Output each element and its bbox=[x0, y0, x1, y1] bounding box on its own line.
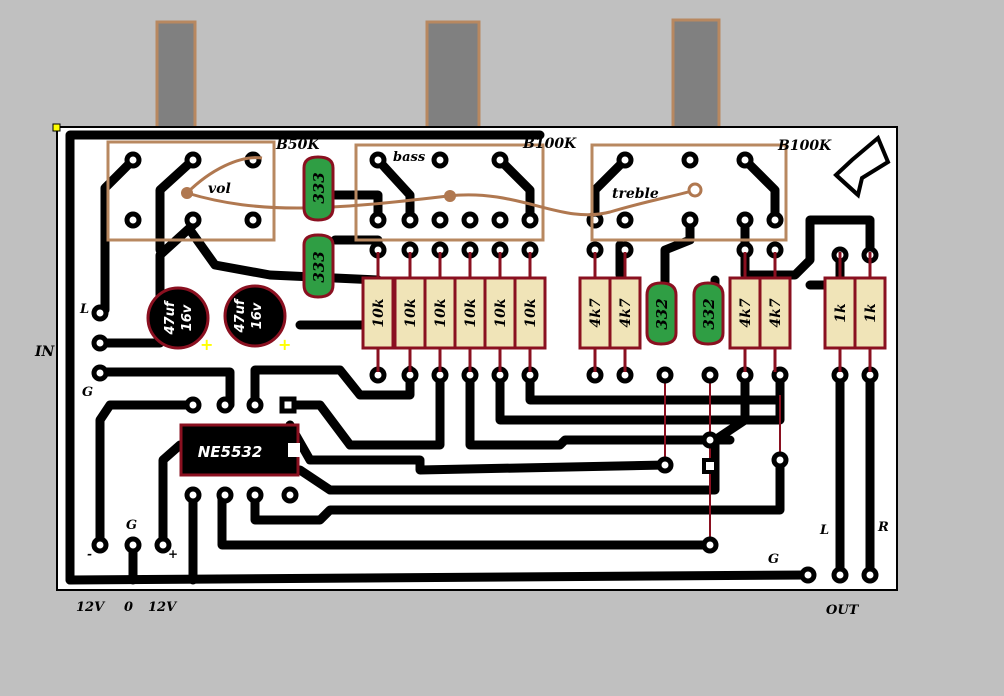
resistor-label: 10k bbox=[371, 298, 387, 327]
film-cap-2: 333 bbox=[302, 233, 335, 299]
bass-pot-label: bass bbox=[393, 150, 426, 165]
resistor-11: 1k bbox=[823, 252, 857, 372]
supply-neg-label: 12V bbox=[76, 600, 106, 615]
vol-pot-shaft bbox=[155, 20, 197, 144]
treble-pot-outline bbox=[590, 143, 788, 242]
electrolytic-2-plus-icon: + bbox=[278, 335, 291, 354]
film-cap-4-label: 332 bbox=[700, 298, 718, 329]
electrolytic-1-plus-icon: + bbox=[200, 335, 213, 354]
electrolytic-capacitors: 47uf 16v + 47uf 16v + bbox=[146, 284, 291, 354]
pot-shafts bbox=[155, 18, 721, 144]
film-cap-2-label: 333 bbox=[310, 251, 328, 282]
output-label: OUT bbox=[826, 603, 860, 618]
wire-links bbox=[664, 370, 781, 545]
electrolytic-2-value: 47uf bbox=[233, 297, 248, 333]
resistor-3: 10k bbox=[423, 252, 457, 372]
resistor-label: 1k bbox=[863, 303, 879, 323]
resistor-label: 4k7 bbox=[768, 298, 784, 327]
resistor-body bbox=[823, 276, 857, 350]
resistor-body bbox=[608, 276, 642, 350]
input-left-label: L bbox=[79, 302, 89, 317]
resistor-label: 10k bbox=[433, 298, 449, 327]
speaker-icon bbox=[833, 134, 891, 199]
resistor-label: 4k7 bbox=[738, 298, 754, 327]
film-cap-3: 332 bbox=[645, 281, 678, 346]
electrolytic-1-value: 47uf bbox=[163, 299, 178, 335]
vol-pot-label: vol bbox=[208, 181, 231, 197]
resistor-body bbox=[483, 276, 517, 350]
resistors: 10k 10k 10k 10k 10k 10k 4k7 4k7 4k7 4k7 1k 1k bbox=[361, 252, 887, 372]
plus-label: + bbox=[168, 547, 178, 561]
film-cap-3-label: 332 bbox=[653, 298, 671, 329]
resistor-body bbox=[423, 276, 457, 350]
resistor-label: 4k7 bbox=[618, 298, 634, 327]
output-left-label: L bbox=[819, 523, 829, 538]
minus-label: - bbox=[87, 547, 92, 561]
resistor-label: 10k bbox=[463, 298, 479, 327]
potentiometers: B50K B100K B100K vol bass treble bbox=[106, 136, 832, 242]
electrolytic-2: 47uf 16v + bbox=[223, 284, 291, 354]
electrolytic-1-voltage: 16v bbox=[180, 304, 195, 331]
bass-pot-shaft bbox=[425, 20, 481, 144]
treble-wiper-icon bbox=[687, 182, 703, 198]
film-capacitors: 333 333 332 332 bbox=[302, 155, 725, 346]
resistor-label: 10k bbox=[493, 298, 509, 327]
treble-pot-label: treble bbox=[612, 186, 659, 202]
resistor-12: 1k bbox=[853, 252, 887, 372]
electrolytic-2-voltage: 16v bbox=[250, 302, 265, 329]
resistor-6: 10k bbox=[513, 252, 547, 372]
supply-zero-label: 0 bbox=[124, 600, 133, 615]
supply-pos-label: 12V bbox=[148, 600, 178, 615]
resistor-body bbox=[361, 276, 395, 350]
vol-wiper-icon bbox=[181, 187, 193, 199]
film-cap-4: 332 bbox=[692, 281, 725, 346]
bass-wiper-icon bbox=[444, 190, 456, 202]
resistor-label: 10k bbox=[523, 298, 539, 327]
board-labels: IN L G G - + 12V 0 12V OUT L R G bbox=[34, 302, 889, 618]
vol-pot-outline bbox=[106, 140, 276, 242]
treble-pot-value: B100K bbox=[777, 138, 832, 154]
resistor-5: 10k bbox=[483, 252, 517, 372]
ic-label: NE5532 bbox=[198, 443, 263, 461]
bass-pot-outline bbox=[354, 143, 545, 242]
input-label: IN bbox=[34, 344, 56, 360]
resistor-7: 4k7 bbox=[578, 252, 612, 372]
resistor-body bbox=[578, 276, 612, 350]
supply-ground-label: G bbox=[126, 518, 137, 533]
gang-link bbox=[181, 156, 703, 217]
input-ground-label: G bbox=[82, 385, 93, 400]
copper-traces bbox=[65, 130, 875, 585]
film-cap-1: 333 bbox=[302, 155, 335, 222]
resistor-10: 4k7 bbox=[758, 252, 792, 372]
origin-marker bbox=[52, 123, 61, 132]
resistor-1: 10k bbox=[361, 252, 395, 372]
bass-pot-value: B100K bbox=[522, 136, 577, 152]
resistor-label: 1k bbox=[833, 303, 849, 323]
film-cap-1-label: 333 bbox=[310, 172, 328, 203]
output-ground-label: G bbox=[768, 552, 779, 567]
ic-ne5532: NE5532 bbox=[179, 423, 300, 477]
resistor-body bbox=[758, 276, 792, 350]
vol-pot-value: B50K bbox=[275, 137, 320, 153]
resistor-body bbox=[513, 276, 547, 350]
treble-pot-shaft bbox=[671, 18, 721, 144]
electrolytic-1: 47uf 16v + bbox=[146, 286, 213, 354]
resistor-8: 4k7 bbox=[608, 252, 642, 372]
resistor-label: 4k7 bbox=[588, 298, 604, 327]
resistor-label: 10k bbox=[403, 298, 419, 327]
resistor-body bbox=[853, 276, 887, 350]
output-right-label: R bbox=[877, 520, 889, 535]
